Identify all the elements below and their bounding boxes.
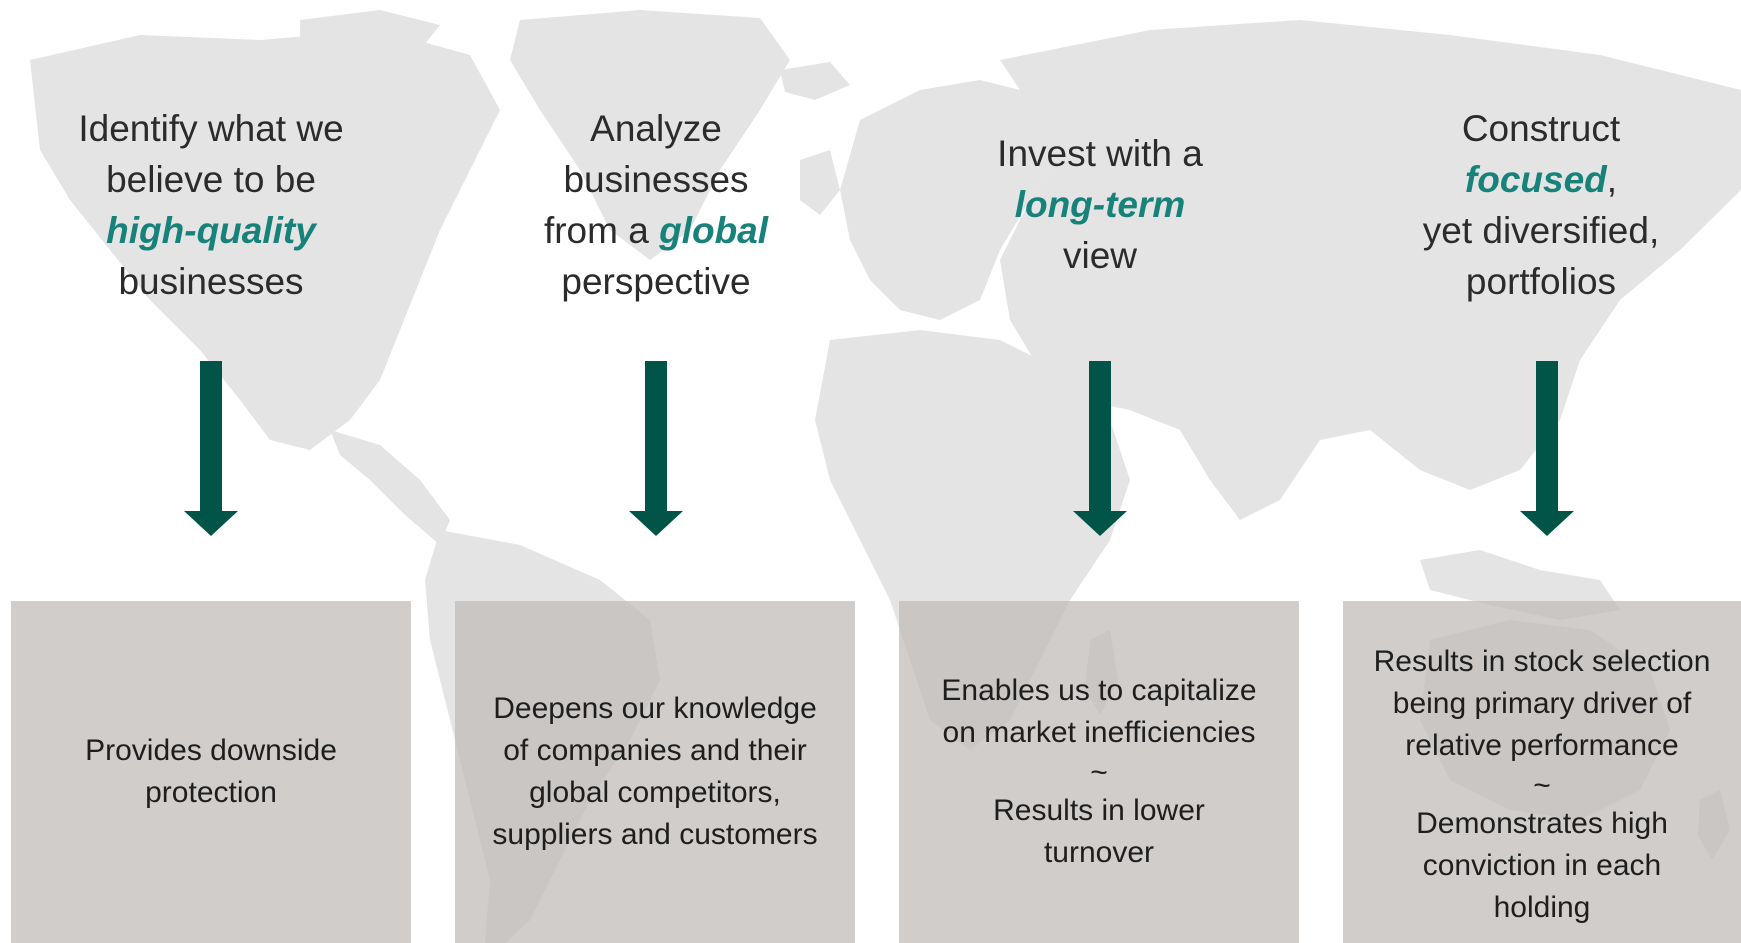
down-arrow-icon (1073, 361, 1127, 536)
pillar-4-outcome-line: Demonstrates high (1416, 807, 1668, 840)
pillar-3-heading: Invest with a long-term view (910, 128, 1290, 281)
pillar-3-separator: ~ (1090, 756, 1108, 789)
arctic-islands-shape (300, 10, 440, 55)
pillar-1-accent-word: high-quality (106, 210, 316, 251)
pillar-3-heading-line: view (1062, 235, 1138, 276)
pillar-1-heading: Identify what we believe to be high-qual… (21, 103, 401, 307)
pillar-1-outcome-line: protection (145, 776, 277, 809)
down-arrow-icon (184, 361, 238, 536)
iceland-shape (780, 62, 850, 100)
pillar-2-heading-prefix: from a (543, 210, 660, 251)
pillar-2-outcome-line: global competitors, (529, 776, 781, 809)
pillar-2-heading-line: from a global (466, 205, 846, 256)
pillar-4-heading-line: focused, (1351, 154, 1731, 205)
pillar-3-accent-word: long-term (1014, 184, 1186, 225)
pillar-1-heading-line: believe to be (106, 159, 316, 200)
pillar-1-outcome-line: Provides downside (85, 734, 337, 767)
pillar-3-outcome-line: on market inefficiencies (942, 716, 1256, 749)
greenland-shape (510, 10, 790, 260)
pillar-3-heading-line: Invest with a (997, 133, 1203, 174)
pillar-4-outcome-line: being primary driver of (1392, 687, 1692, 720)
pillar-1-outcome-box: Provides downside protection (11, 601, 411, 943)
pillar-4-heading: Construct focused, yet diversified, port… (1351, 103, 1731, 307)
down-arrow-icon (629, 361, 683, 536)
down-arrow-icon (1520, 361, 1574, 536)
pillar-4-heading-suffix: , (1606, 159, 1618, 200)
pillar-2-outcome-line: of companies and their (503, 734, 807, 767)
pillar-4-outcome-line: relative performance (1405, 729, 1679, 762)
pillar-4-heading-line: Construct (1461, 108, 1621, 149)
pillar-3-outcome-box: Enables us to capitalize on market ineff… (899, 601, 1299, 943)
pillar-2-heading-line: businesses (563, 159, 749, 200)
japan-shape (1555, 250, 1610, 345)
pillar-2-heading-line: Analyze (590, 108, 722, 149)
british-isles-shape (800, 150, 840, 215)
pillar-4-outcome-line: holding (1493, 891, 1591, 924)
pillar-1-heading-line: businesses (118, 261, 304, 302)
pillar-4-outcome-line: Results in stock selection (1373, 645, 1711, 678)
pillar-3-outcome-line: Enables us to capitalize (941, 674, 1257, 707)
pillar-4-heading-line: yet diversified, (1422, 210, 1660, 251)
pillar-2-heading-line: perspective (561, 261, 751, 302)
pillar-4-outcome-line: conviction in each (1422, 849, 1662, 882)
europe-shape (840, 80, 1060, 320)
pillar-4-heading-line: portfolios (1465, 261, 1617, 302)
pillar-2-outcome-line: Deepens our knowledge (493, 692, 817, 725)
north-america-shape (30, 30, 500, 450)
pillar-2-heading: Analyze businesses from a global perspec… (466, 103, 846, 307)
pillar-1-heading-line: Identify what we (78, 108, 344, 149)
pillar-2-outcome-line: suppliers and customers (492, 818, 818, 851)
pillar-3-outcome-line: Results in lower (993, 794, 1205, 827)
pillar-4-outcome-box: Results in stock selection being primary… (1343, 601, 1741, 943)
pillar-4-accent-word: focused (1464, 159, 1607, 200)
pillar-3-outcome-line: turnover (1043, 836, 1155, 869)
africa-shape (815, 330, 1130, 750)
central-america-shape (330, 430, 450, 545)
pillar-2-outcome-box: Deepens our knowledge of companies and t… (455, 601, 855, 943)
pillar-2-accent-word: global (659, 210, 769, 251)
pillar-4-separator: ~ (1533, 769, 1551, 802)
